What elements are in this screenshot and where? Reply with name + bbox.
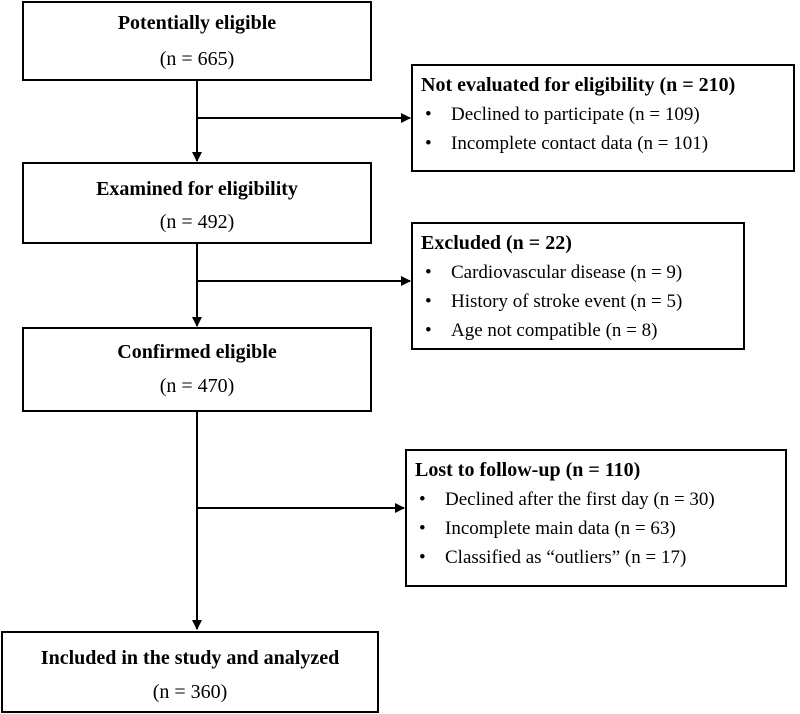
reason-text: Incomplete contact data (n = 101) xyxy=(451,133,709,154)
reason-text: Classified as “outliers” (n = 17) xyxy=(445,547,687,568)
reason-text: Declined after the first day (n = 30) xyxy=(445,489,715,510)
exclusion-reason-list: • Declined to participate (n = 109) • Inco… xyxy=(421,100,783,158)
step-title: Examined for eligibility xyxy=(96,178,298,200)
bullet: • xyxy=(425,320,432,341)
exclusion-title: Not evaluated for eligibility (n = 210) xyxy=(421,74,736,96)
step-included-and-analyzed: Included in the study and analyzed (n = … xyxy=(1,631,379,713)
step-count: (n = 470) xyxy=(159,375,235,397)
list-item: • Declined after the first day (n = 30) xyxy=(415,485,775,514)
list-item: • History of stroke event (n = 5) xyxy=(421,287,733,316)
exclusion-title: Excluded (n = 22) xyxy=(421,232,572,254)
reason-text: History of stroke event (n = 5) xyxy=(451,291,683,312)
step-count: (n = 665) xyxy=(159,48,235,70)
reason-text: Cardiovascular disease (n = 9) xyxy=(451,262,683,283)
bullet: • xyxy=(419,547,426,568)
exclusion-lost-to-follow-up: Lost to follow-up (n = 110) • Declined af… xyxy=(405,449,787,587)
list-item: • Age not compatible (n = 8) xyxy=(421,316,733,345)
exclusion-excluded: Excluded (n = 22) • Cardiovascular diseas… xyxy=(411,222,745,350)
bullet: • xyxy=(425,133,432,154)
list-item: • Classified as “outliers” (n = 17) xyxy=(415,543,775,572)
bullet: • xyxy=(419,518,426,539)
reason-text: Age not compatible (n = 8) xyxy=(451,320,658,341)
step-title: Included in the study and analyzed xyxy=(40,647,340,669)
list-item: • Incomplete main data (n = 63) xyxy=(415,514,775,543)
list-item: • Cardiovascular disease (n = 9) xyxy=(421,258,733,287)
bullet: • xyxy=(425,262,432,283)
step-examined-for-eligibility: Examined for eligibility (n = 492) xyxy=(22,162,372,244)
step-confirmed-eligible: Confirmed eligible (n = 470) xyxy=(22,327,372,412)
reason-text: Incomplete main data (n = 63) xyxy=(445,518,676,539)
list-item: • Incomplete contact data (n = 101) xyxy=(421,129,783,158)
step-potentially-eligible: Potentially eligible (n = 665) xyxy=(22,1,372,81)
exclusion-reason-list: • Cardiovascular disease (n = 9) • History… xyxy=(421,258,733,345)
step-count: (n = 492) xyxy=(159,211,235,233)
list-item: • Declined to participate (n = 109) xyxy=(421,100,783,129)
exclusion-not-evaluated: Not evaluated for eligibility (n = 210) … xyxy=(411,64,795,172)
exclusion-title: Lost to follow-up (n = 110) xyxy=(415,459,641,481)
bullet: • xyxy=(425,104,432,125)
exclusion-reason-list: • Declined after the first day (n = 30) •… xyxy=(415,485,775,572)
bullet: • xyxy=(425,291,432,312)
bullet: • xyxy=(419,489,426,510)
step-count: (n = 360) xyxy=(152,681,228,703)
reason-text: Declined to participate (n = 109) xyxy=(451,104,700,125)
step-title: Potentially eligible xyxy=(117,12,277,34)
step-title: Confirmed eligible xyxy=(117,341,277,363)
